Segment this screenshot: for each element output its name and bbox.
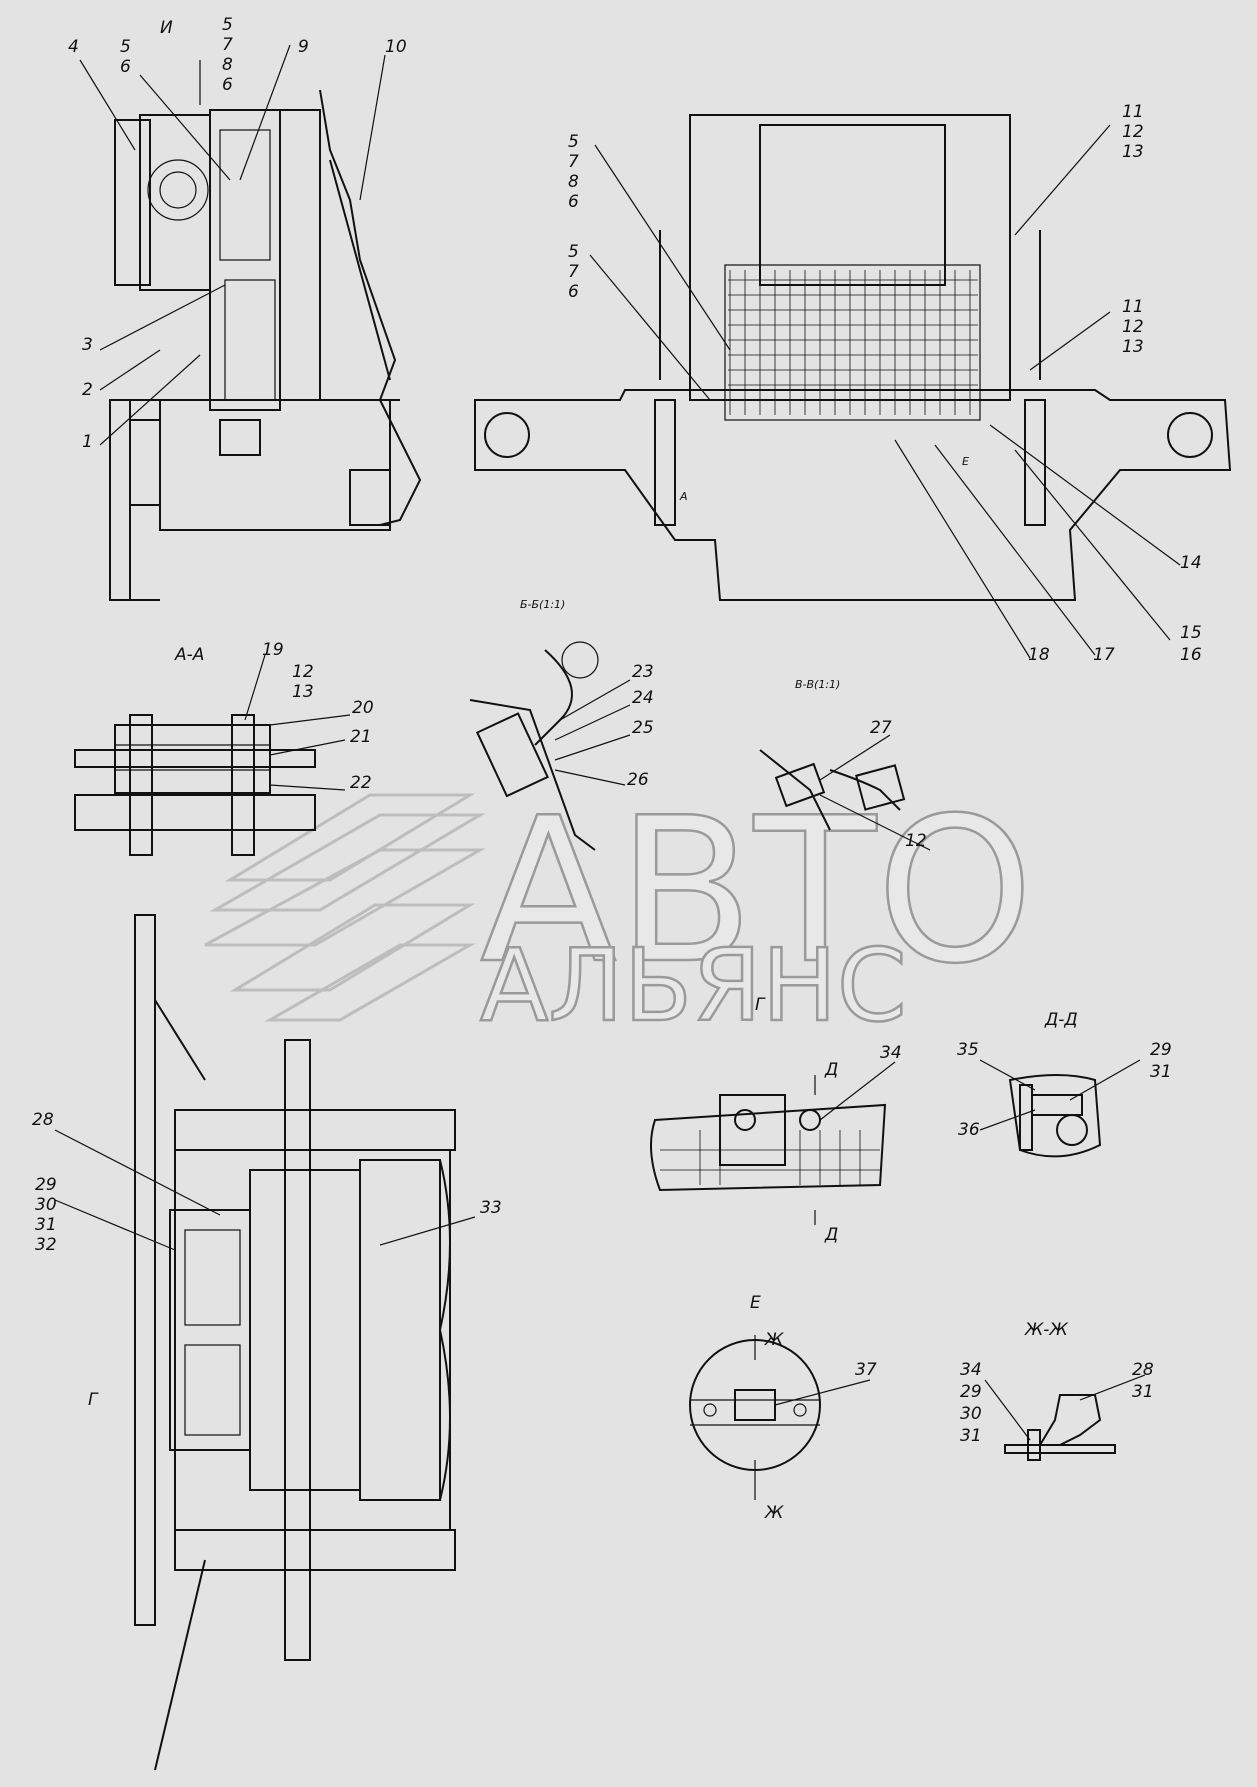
callout-labels: И 5 7 8 6 5 6 9 10 4 3 2 1 5 7 8 6 5 7 6… xyxy=(32,15,1202,1523)
callout-vv-27: 27 xyxy=(870,718,892,738)
section-title-e: Е xyxy=(750,1293,761,1313)
view-arrow-g: Г xyxy=(88,1390,99,1410)
callout-tr-15: 15 xyxy=(1180,623,1202,643)
callout-tl-4: 4 xyxy=(68,37,79,57)
callout-tl-9: 9 xyxy=(298,37,309,57)
callout-dd-29: 29 xyxy=(1150,1040,1172,1060)
callout-tr-8: 8 xyxy=(568,172,579,192)
callout-tr-18: 18 xyxy=(1028,645,1050,665)
detail-mark-e: Е xyxy=(962,455,969,468)
callout-tr-11b: 11 xyxy=(1122,297,1144,317)
side-view-assembly xyxy=(109,89,422,601)
callout-tl-6b: 6 xyxy=(120,57,131,77)
callout-tr-7a: 7 xyxy=(568,152,579,172)
callout-bl-30: 30 xyxy=(35,1195,57,1215)
callout-zh-28: 28 xyxy=(1132,1360,1154,1380)
callout-bl-29: 29 xyxy=(35,1175,57,1195)
callout-bl-31: 31 xyxy=(35,1215,57,1235)
view-e-drawing xyxy=(689,1335,821,1500)
callout-tr-17: 17 xyxy=(1093,645,1115,665)
section-aa-drawing xyxy=(74,714,316,856)
callout-tl-5b: 5 xyxy=(120,37,131,57)
callout-bb-24: 24 xyxy=(632,688,654,708)
section-title-bb: Б-Б(1:1) xyxy=(520,598,565,611)
section-mark-d-top: Д xyxy=(824,1060,838,1080)
callout-tr-5a: 5 xyxy=(568,132,579,152)
callout-tr-12b: 12 xyxy=(1122,317,1144,337)
plan-view-assembly xyxy=(134,914,456,1771)
watermark-stripes xyxy=(204,793,486,1022)
callout-tr-6b: 6 xyxy=(568,282,579,302)
section-mark-d-bottom: Д xyxy=(824,1225,838,1245)
callout-tl-5a: 5 xyxy=(222,15,233,35)
section-title-vv: В-В(1:1) xyxy=(795,678,840,691)
front-view-assembly xyxy=(474,114,1232,601)
callout-bl-28: 28 xyxy=(32,1110,54,1130)
callout-tr-12a: 12 xyxy=(1122,122,1144,142)
callout-tr-16: 16 xyxy=(1180,645,1202,665)
callout-e-37: 37 xyxy=(855,1360,877,1380)
section-mark-zh-bottom: Ж xyxy=(764,1503,784,1523)
callout-dd-35: 35 xyxy=(957,1040,979,1060)
section-titles: А-А Б-Б(1:1) В-В(1:1) Д-Д Е Ж-Ж Г xyxy=(174,598,1078,1340)
callout-tl-6a: 6 xyxy=(222,75,233,95)
section-title-zhzh: Ж-Ж xyxy=(1024,1320,1068,1340)
section-title-aa: А-А xyxy=(174,645,204,665)
callout-bb-25: 25 xyxy=(632,718,654,738)
callout-bb-23: 23 xyxy=(632,662,654,682)
callout-aa-20: 20 xyxy=(352,698,374,718)
callout-zh-31b: 31 xyxy=(1132,1382,1154,1402)
section-mark-a: А xyxy=(679,490,688,503)
section-zhzh-drawing xyxy=(1004,1394,1116,1461)
callout-tr-13b: 13 xyxy=(1122,337,1144,357)
callout-bb-26: 26 xyxy=(627,770,649,790)
callout-dd-31: 31 xyxy=(1150,1062,1172,1082)
callout-aa-21: 21 xyxy=(350,727,372,747)
callout-d-34: 34 xyxy=(880,1043,902,1063)
callout-tl-10: 10 xyxy=(385,37,407,57)
callout-dd-36: 36 xyxy=(958,1120,980,1140)
view-title-g: Г xyxy=(755,995,766,1015)
callout-tl-3: 3 xyxy=(82,335,93,355)
view-arrow-i: И xyxy=(160,18,173,38)
section-title-dd: Д-Д xyxy=(1044,1010,1078,1030)
leader-lines xyxy=(54,44,1181,1441)
callout-tl-2: 2 xyxy=(82,380,93,400)
callout-aa-13: 13 xyxy=(292,682,314,702)
callout-tl-1: 1 xyxy=(82,432,93,452)
section-mark-zh-top: Ж xyxy=(764,1330,784,1350)
view-d-drawing xyxy=(650,1075,887,1225)
callout-tl-7: 7 xyxy=(222,35,233,55)
callout-tr-5b: 5 xyxy=(568,242,579,262)
callout-bl-33: 33 xyxy=(480,1198,502,1218)
callout-tr-6a: 6 xyxy=(568,192,579,212)
watermark-line1: АВТО xyxy=(480,775,1034,1008)
callout-tl-8: 8 xyxy=(222,55,233,75)
watermark-logo: АВТО АЛЬЯНС xyxy=(204,774,1035,1045)
callout-tr-13a: 13 xyxy=(1122,142,1144,162)
callout-zh-29: 29 xyxy=(960,1382,982,1402)
callout-zh-30: 30 xyxy=(960,1404,982,1424)
callout-aa-12: 12 xyxy=(292,662,314,682)
callout-tr-7b: 7 xyxy=(568,262,579,282)
section-vv-drawing xyxy=(759,749,906,831)
radiator-core-grid xyxy=(728,270,978,415)
callout-zh-31: 31 xyxy=(960,1426,982,1446)
callout-aa-22: 22 xyxy=(350,773,372,793)
callout-tr-14: 14 xyxy=(1180,553,1202,573)
callout-vv-12: 12 xyxy=(905,831,927,851)
callout-zh-34: 34 xyxy=(960,1360,982,1380)
callout-aa-19: 19 xyxy=(262,640,284,660)
watermark-line2: АЛЬЯНС xyxy=(480,927,907,1044)
callout-bl-32: 32 xyxy=(35,1235,57,1255)
callout-tr-11a: 11 xyxy=(1122,102,1144,122)
section-bb-drawing xyxy=(469,641,599,851)
section-dd-drawing xyxy=(1008,1074,1102,1158)
